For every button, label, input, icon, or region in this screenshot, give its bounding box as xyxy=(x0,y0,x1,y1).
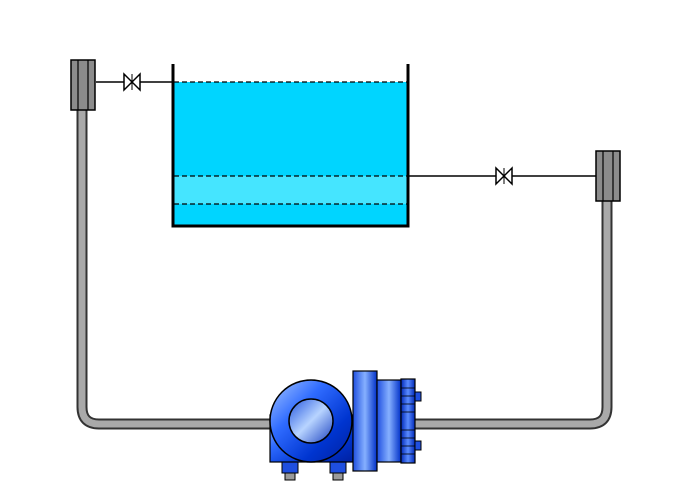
transmitter-neck xyxy=(352,370,378,472)
flange-bolt-bottom xyxy=(414,440,422,451)
differential-pressure-transmitter[interactable] xyxy=(269,370,422,481)
flange-bolt-top xyxy=(414,391,422,402)
conduit-port-right xyxy=(329,460,347,474)
display-cover xyxy=(288,398,334,444)
liquid-upper-layer xyxy=(174,82,407,176)
left-diaphragm-seal xyxy=(70,59,96,111)
sensor-module xyxy=(376,379,402,463)
liquid-interface-layer xyxy=(174,176,407,204)
process-flange xyxy=(400,378,416,464)
capillary-line xyxy=(76,108,613,430)
left-isolation-valve[interactable] xyxy=(123,72,141,92)
open-tank xyxy=(171,64,410,228)
right-isolation-valve[interactable] xyxy=(495,166,513,186)
conduit-port-left xyxy=(281,460,299,474)
right-diaphragm-seal xyxy=(595,150,621,202)
